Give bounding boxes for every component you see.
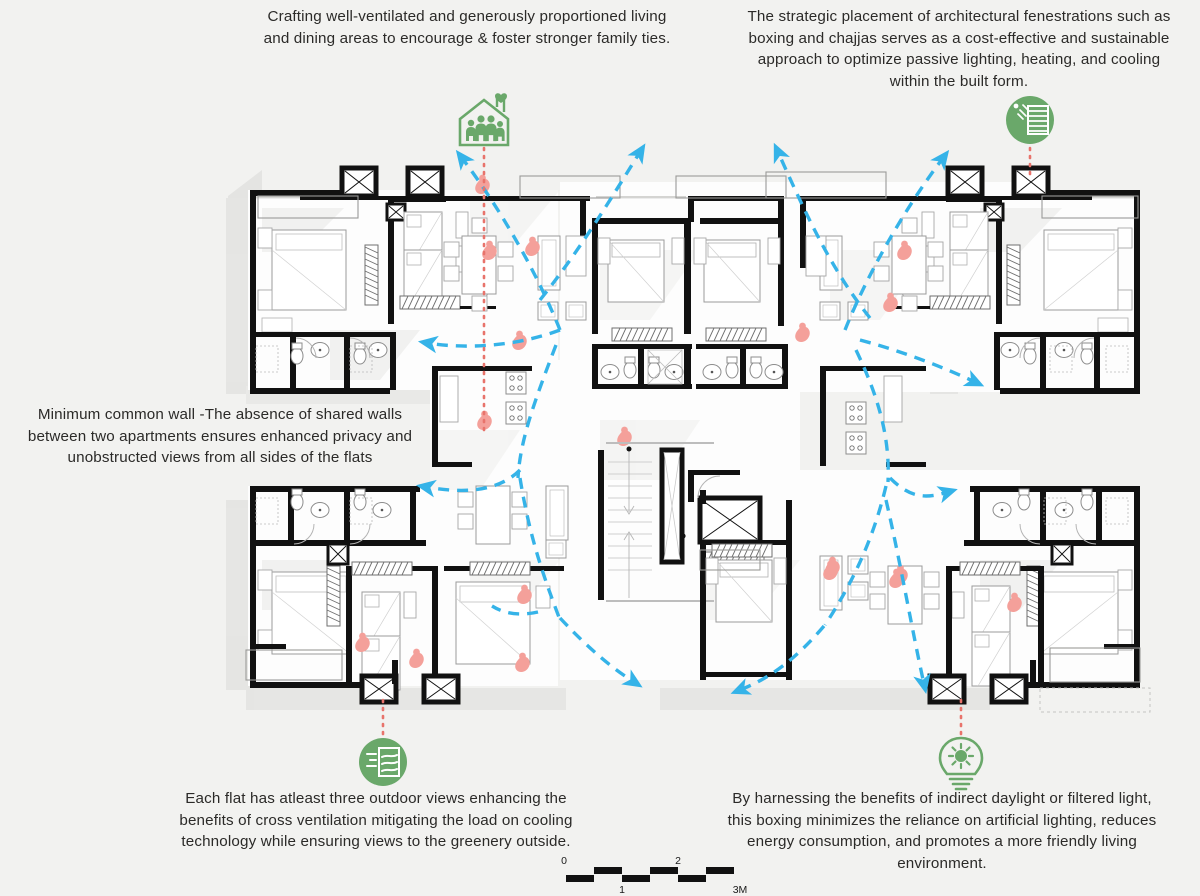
airflow-arrows (415, 142, 985, 695)
scale-bar-blocks (566, 867, 734, 882)
apartment-top-center (592, 196, 810, 389)
callout-outdoor-views-text: Each flat has atleast three outdoor view… (179, 790, 573, 851)
scale-tick-0: 0 (561, 855, 567, 867)
scale-tick-3: 3M (733, 884, 748, 896)
callout-common-wall-text: Minimum common wall -The absence of shar… (27, 406, 413, 467)
callout-leader-lines (381, 146, 1032, 740)
apartment-bottom-right (927, 486, 1151, 713)
window-airflow-icon (359, 738, 407, 786)
apartment-bottom-left (250, 485, 569, 705)
apartment-top-right (800, 165, 1140, 467)
apartment-top-left (250, 165, 590, 467)
apartment-bottom-center (700, 500, 940, 680)
scale-tick-2: 2 (675, 855, 681, 867)
callout-fenestration-text: The strategic placement of architectural… (747, 8, 1171, 90)
callout-living-dining-text: Crafting well-ventilated and generously … (263, 8, 671, 47)
callout-daylight-text: By harnessing the benefits of indirect d… (727, 790, 1157, 872)
family-house-icon (458, 93, 510, 147)
balcony-outlines (245, 171, 1141, 683)
graphic-scale-bar: 0 1 2 3M (561, 855, 748, 896)
louver-window-sun-icon (1006, 96, 1054, 144)
lightbulb-sun-icon (938, 736, 984, 791)
scale-tick-1: 1 (619, 884, 625, 896)
